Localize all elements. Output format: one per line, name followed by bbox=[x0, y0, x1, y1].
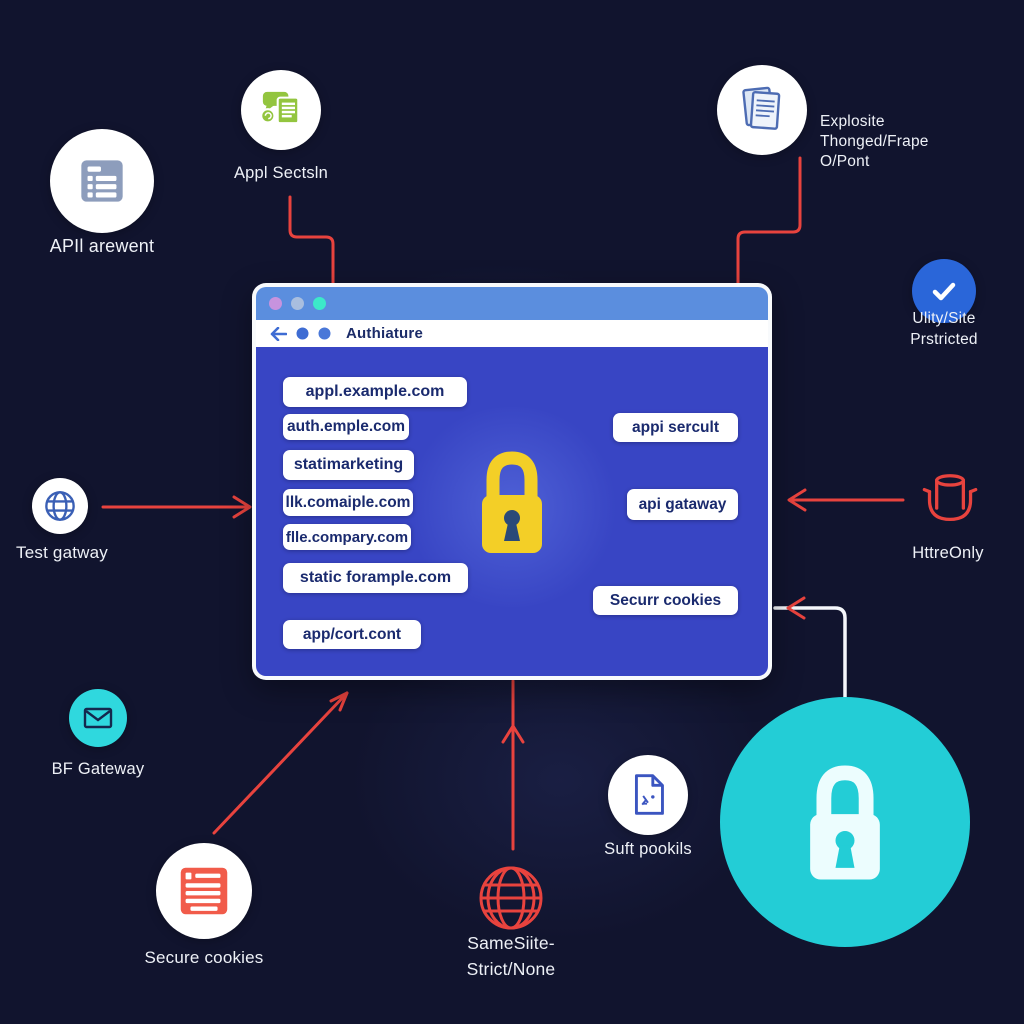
node-app-section bbox=[241, 70, 321, 150]
node-samesite-label: SameSiite- Strict/None bbox=[466, 933, 556, 979]
list-form-icon bbox=[81, 160, 123, 202]
connector-app-section bbox=[288, 195, 335, 288]
chat-document-icon bbox=[260, 91, 300, 125]
node-app-section-label: Appl Sectsln bbox=[233, 164, 329, 182]
node-secure-cookies bbox=[156, 843, 252, 939]
domain-chip[interactable]: static forample.com bbox=[283, 563, 468, 593]
action-button[interactable]: api gataway bbox=[627, 489, 738, 520]
connector-big-lock bbox=[773, 606, 847, 702]
domain-chip[interactable]: auth.emple.com bbox=[283, 414, 409, 440]
node-test-gateway bbox=[32, 478, 88, 534]
back-arrow-icon[interactable] bbox=[270, 326, 287, 341]
node-bf-gateway-label: BF Gateway bbox=[51, 760, 145, 778]
red-document-icon bbox=[180, 867, 228, 915]
window-dot-purple[interactable] bbox=[269, 297, 282, 310]
domain-chip[interactable]: statimarketing bbox=[283, 450, 414, 480]
node-api-list bbox=[50, 129, 154, 233]
domain-chip[interactable]: app/cort.cont bbox=[283, 620, 421, 649]
node-site-check bbox=[912, 259, 976, 323]
node-secure-cookies-label: Secure cookies bbox=[144, 948, 264, 967]
browser-content: appl.example.com auth.emple.com statimar… bbox=[256, 347, 768, 676]
arrowhead-left bbox=[787, 488, 807, 512]
page-icon bbox=[634, 774, 664, 815]
node-soft-cookies bbox=[608, 755, 688, 835]
documents-icon bbox=[742, 86, 781, 130]
arrowhead-diagonal bbox=[329, 691, 349, 712]
big-lock-circle bbox=[720, 697, 970, 947]
browser-titlebar bbox=[256, 287, 768, 320]
domain-chip[interactable]: flle.compary.com bbox=[283, 524, 411, 550]
lock-icon bbox=[810, 765, 880, 880]
domain-chip[interactable]: llk.comaiple.com bbox=[283, 489, 413, 516]
nav-dot-icon[interactable] bbox=[296, 327, 309, 340]
action-button[interactable]: appi sercult bbox=[613, 413, 738, 442]
globe-icon bbox=[45, 491, 75, 521]
connector-secure-cookies bbox=[212, 691, 349, 835]
cylinder-cup-icon bbox=[922, 474, 978, 522]
arrowhead-big-lock bbox=[786, 596, 806, 620]
browser-title: Authiature bbox=[346, 325, 423, 342]
padlock-icon bbox=[482, 451, 542, 553]
arrowhead-right bbox=[232, 495, 252, 519]
node-test-gateway-label: Test gatway bbox=[16, 543, 108, 562]
envelope-icon bbox=[83, 707, 113, 729]
nav-dot2-icon[interactable] bbox=[318, 327, 331, 340]
node-soft-cookies-label: Suft pookils bbox=[604, 840, 692, 858]
browser-window: Authiature appl.example.com auth.emple.c… bbox=[252, 283, 772, 680]
node-exploit-doc-label: Explosite Thonged/Frape O/Pont bbox=[820, 113, 929, 170]
node-site-check-label: Ulity/Site Prstricted bbox=[910, 310, 978, 348]
action-button[interactable]: Securr cookies bbox=[593, 586, 738, 615]
node-http-only-label: HttreOnly bbox=[912, 544, 984, 562]
red-globe-icon bbox=[479, 866, 543, 930]
node-bf-gateway bbox=[69, 689, 127, 747]
domain-chip[interactable]: appl.example.com bbox=[283, 377, 467, 407]
node-exploit-doc bbox=[717, 65, 807, 155]
connector-exploit-doc bbox=[736, 156, 802, 288]
arrowhead-up bbox=[501, 724, 525, 744]
browser-toolbar: Authiature bbox=[256, 320, 768, 347]
node-api-list-label: APIl arewent bbox=[49, 236, 155, 256]
window-dot-teal[interactable] bbox=[313, 297, 326, 310]
window-dot-grey[interactable] bbox=[291, 297, 304, 310]
checkmark-icon bbox=[932, 282, 956, 301]
